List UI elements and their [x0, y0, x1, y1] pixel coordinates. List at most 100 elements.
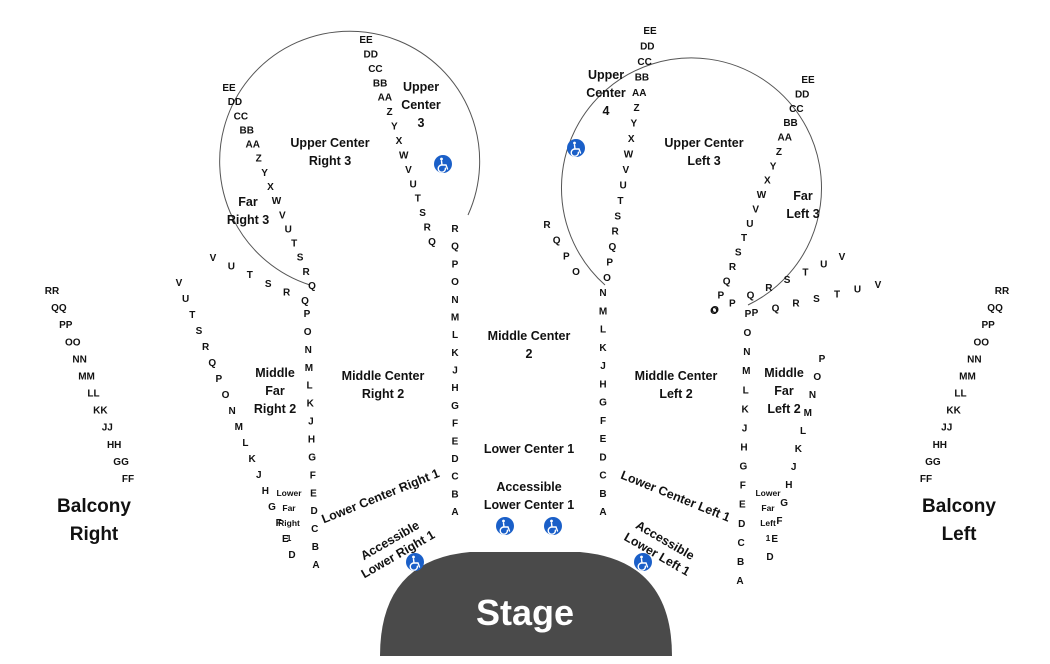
- row-label: LL: [954, 389, 966, 400]
- row-label: G: [780, 498, 788, 509]
- row-label: O: [813, 372, 821, 383]
- row-label: AA: [632, 88, 646, 99]
- row-label: U: [285, 224, 292, 235]
- row-label: U: [410, 179, 417, 190]
- row-label: QQ: [51, 303, 67, 314]
- row-label: F: [276, 518, 282, 529]
- row-label: PP: [982, 320, 996, 331]
- row-label: Q: [772, 303, 780, 314]
- row-label: V: [279, 210, 286, 221]
- row-label: P: [729, 298, 736, 309]
- row-label: V: [622, 165, 629, 176]
- section-label-upper-center-right-3: Right 3: [309, 154, 351, 168]
- row-label: B: [312, 542, 319, 553]
- row-label: E: [600, 434, 607, 445]
- row-label: H: [599, 379, 606, 390]
- wheelchair-icon: [567, 139, 585, 157]
- section-label-far-right-3: Right 3: [227, 213, 269, 227]
- section-label-middle-center-2: Middle Center: [488, 329, 571, 343]
- row-label: O: [603, 273, 611, 284]
- row-label: D: [310, 506, 317, 517]
- row-label: H: [451, 383, 458, 394]
- row-label: W: [399, 150, 409, 161]
- section-label-lower-far-right-1: 1: [287, 533, 292, 543]
- row-label: AA: [778, 133, 792, 144]
- row-label: R: [424, 223, 432, 234]
- row-label: W: [272, 196, 282, 207]
- stage-label: Stage: [476, 592, 574, 633]
- row-label: U: [854, 285, 861, 296]
- section-label-middle-far-right-2: Right 2: [254, 402, 296, 416]
- section-label-middle-far-right-2: Far: [265, 384, 285, 398]
- row-label: A: [312, 560, 319, 571]
- row-label: R: [451, 224, 459, 235]
- section-label-lower-far-right-1: Lower: [276, 488, 302, 498]
- row-label: U: [228, 262, 235, 273]
- row-label: NN: [72, 354, 86, 365]
- row-label: B: [599, 489, 606, 500]
- row-label: Q: [308, 281, 316, 292]
- row-label: V: [752, 204, 759, 215]
- row-label: KK: [946, 406, 961, 417]
- row-label: J: [452, 366, 458, 377]
- section-label-middle-center-right-2: Middle Center: [342, 369, 425, 383]
- section-label-balcony-right: Balcony: [57, 496, 131, 517]
- wheelchair-icon: [634, 553, 652, 571]
- row-label: QQ: [987, 303, 1003, 314]
- row-label: E: [282, 534, 289, 545]
- row-label: Y: [391, 122, 398, 133]
- row-label: BB: [240, 125, 254, 136]
- row-label: C: [738, 538, 745, 549]
- row-label: U: [820, 260, 827, 271]
- row-label: FF: [920, 474, 932, 485]
- section-label-accessible-lower-center-1: Lower Center 1: [484, 498, 574, 512]
- row-label: P: [606, 258, 613, 269]
- section-label-upper-center-3: Upper: [403, 80, 439, 94]
- row-label: L: [452, 330, 458, 341]
- row-label: RR: [995, 286, 1010, 297]
- row-label: Z: [387, 107, 393, 118]
- row-label: S: [297, 253, 304, 264]
- section-label-lower-center-1: Lower Center 1: [484, 442, 574, 456]
- upper-right-outline: [219, 30, 481, 286]
- row-label: R: [543, 220, 551, 231]
- section-label-middle-far-right-2: Middle: [255, 366, 295, 380]
- row-label: G: [451, 401, 459, 412]
- upper-left-outline: [561, 57, 822, 306]
- section-label-lower-far-left-1: Lower: [755, 488, 781, 498]
- row-label: S: [614, 211, 621, 222]
- row-label: D: [766, 552, 773, 563]
- row-label: R: [283, 287, 291, 298]
- row-label: O: [711, 305, 719, 316]
- row-label: HH: [933, 440, 947, 451]
- row-label: HH: [107, 440, 121, 451]
- section-label-accessible-lower-center-1: Accessible: [496, 480, 561, 494]
- row-label: Q: [428, 237, 436, 248]
- row-label: H: [740, 443, 747, 454]
- section-label-middle-center-right-2: Right 2: [362, 387, 404, 401]
- row-label: D: [738, 519, 745, 530]
- section-label-upper-center-3: 3: [418, 116, 425, 130]
- row-label: Q: [723, 276, 731, 287]
- row-label: J: [600, 361, 606, 372]
- wheelchair-icon: [434, 155, 452, 173]
- row-label: N: [743, 347, 750, 358]
- section-label-upper-center-3: Center: [401, 98, 441, 112]
- row-label: T: [291, 239, 297, 250]
- row-label: O: [222, 390, 230, 401]
- row-label: O: [451, 277, 459, 288]
- row-label: F: [600, 416, 606, 427]
- row-label: Y: [770, 161, 777, 172]
- row-label: D: [288, 550, 295, 561]
- row-label: Q: [608, 242, 616, 253]
- section-label-middle-center-left-2: Middle Center: [635, 369, 718, 383]
- row-label: P: [452, 259, 459, 270]
- row-label: CC: [368, 64, 382, 75]
- row-label: M: [804, 408, 812, 419]
- section-label-upper-center-4: Upper: [588, 68, 624, 82]
- row-label: P: [819, 354, 826, 365]
- row-label: V: [210, 253, 217, 264]
- wheelchair-icon: [544, 517, 562, 535]
- row-label: X: [267, 182, 274, 193]
